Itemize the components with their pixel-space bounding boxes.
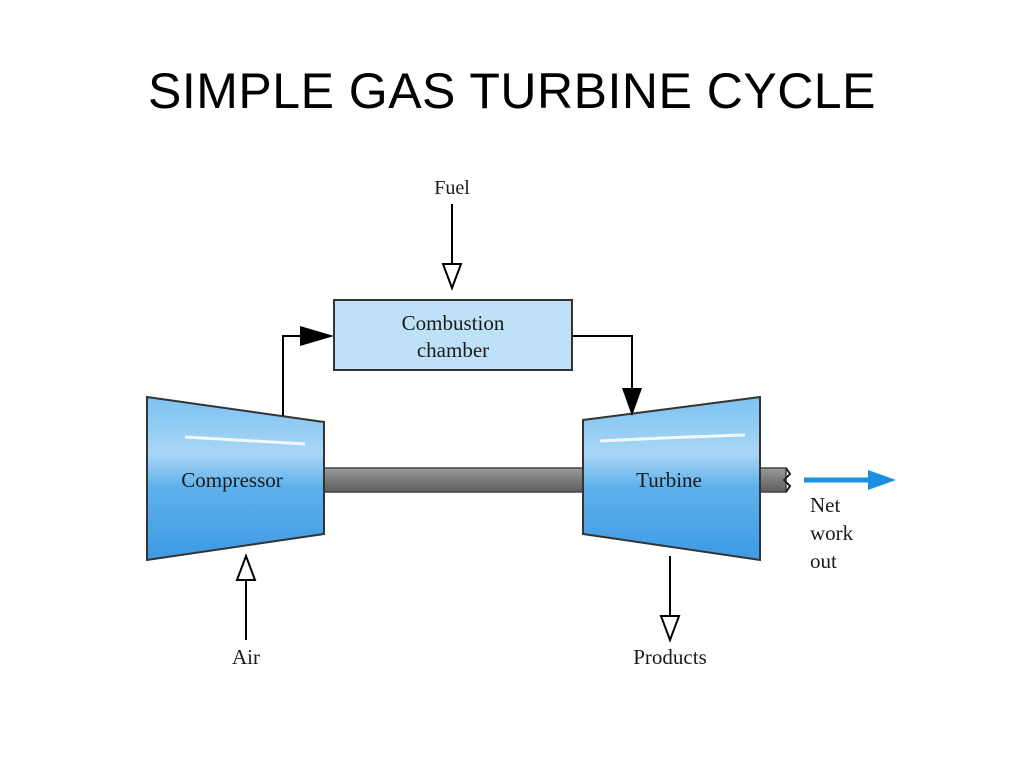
compressor-label: Compressor [181, 468, 283, 492]
combustion-chamber: Combustion chamber [333, 299, 573, 371]
net-work-label-line1: Net [810, 493, 840, 517]
turbine: Turbine [582, 395, 761, 562]
shaft-end-cap [782, 467, 792, 493]
combustion-label-line1: Combustion [402, 311, 505, 335]
compressor: Compressor [146, 395, 325, 562]
shaft [321, 467, 585, 493]
products-exhaust: Products [633, 556, 707, 669]
turbine-label: Turbine [636, 468, 702, 492]
hot-gas-arrow-head [622, 388, 642, 416]
air-arrow-head [235, 553, 257, 581]
air-inlet: Air [232, 553, 260, 669]
fuel-label: Fuel [434, 177, 470, 199]
air-label: Air [232, 645, 260, 669]
net-work-output: Net work out [804, 470, 896, 573]
hot-gas-flow [572, 335, 642, 416]
net-work-label-line3: out [810, 549, 837, 573]
compressed-air-arrow-head [300, 326, 334, 346]
slide-title: SIMPLE GAS TURBINE CYCLE [148, 63, 876, 119]
compressed-air-flow [282, 326, 334, 416]
net-work-arrow-head [868, 470, 896, 490]
products-label: Products [633, 645, 707, 669]
fuel-arrow-head [441, 263, 463, 291]
products-arrow-head [659, 615, 681, 643]
combustion-label-line2: chamber [417, 338, 489, 362]
net-work-label-line2: work [810, 521, 854, 545]
fuel-inlet: Fuel [434, 177, 470, 291]
